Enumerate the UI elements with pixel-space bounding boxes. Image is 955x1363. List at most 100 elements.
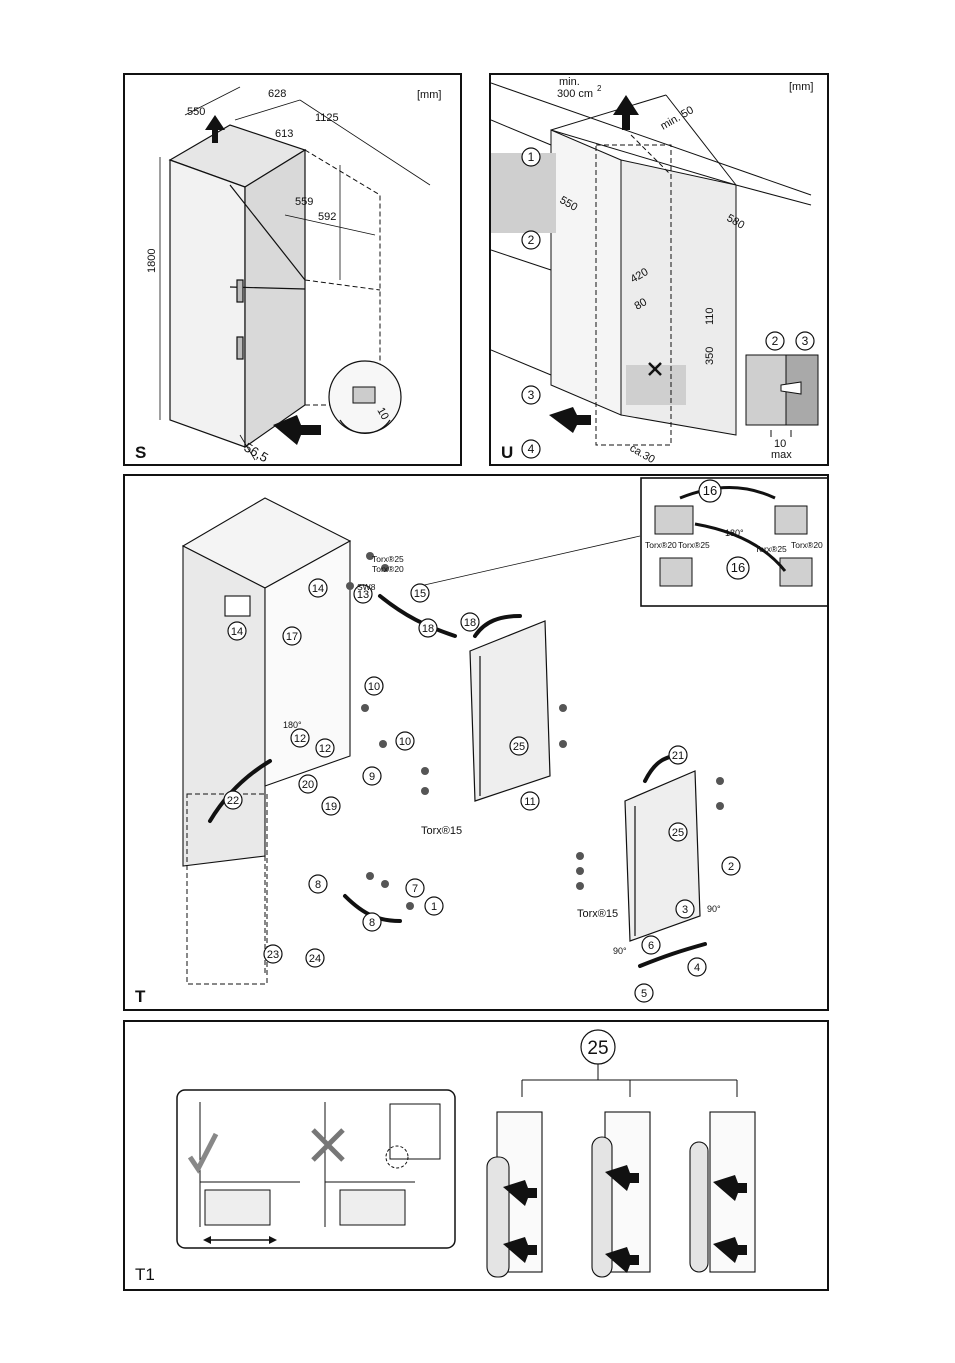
torx-25-label: Torx®25 bbox=[372, 554, 404, 564]
callout-t-circle bbox=[395, 731, 415, 751]
callout-t-circle bbox=[362, 912, 382, 932]
callout-t-circle bbox=[405, 878, 425, 898]
lower-door bbox=[624, 770, 701, 942]
unit-label-u: [mm] bbox=[789, 81, 814, 93]
callout-t-6: 18 bbox=[464, 617, 476, 629]
callout-t-circle bbox=[290, 728, 310, 748]
no-vent-mark bbox=[648, 362, 662, 376]
fridge-illustration bbox=[168, 124, 307, 449]
callout-t-31: 16 bbox=[731, 560, 745, 575]
callout-t-5: 18 bbox=[422, 623, 434, 635]
dim-u-80: 80 bbox=[633, 296, 650, 313]
callout-t-17: 21 bbox=[672, 750, 684, 762]
callout-t-circle bbox=[460, 612, 480, 632]
callout-t-circle bbox=[315, 738, 335, 758]
dimension-lines bbox=[159, 86, 431, 461]
callout-u-2: 2 bbox=[528, 233, 535, 247]
upper-cabinet-shade bbox=[491, 153, 556, 233]
callout-t-27: 8 bbox=[369, 917, 375, 929]
detail-callout-3: 3 bbox=[802, 334, 809, 348]
panel-s-drawing: 550 628 1125 613 559 592 1800 56,5 10 bbox=[146, 86, 431, 464]
callout-t-circle bbox=[321, 796, 341, 816]
callout-t-21: 6 bbox=[648, 940, 654, 952]
callout-t-circle bbox=[263, 944, 283, 964]
torx-20-label: Torx®20 bbox=[372, 564, 404, 574]
inset-torx-25-c: Torx®25 bbox=[755, 544, 787, 554]
callout-t-circle bbox=[641, 935, 661, 955]
door-swing-outline bbox=[304, 149, 381, 406]
callout-t-circle bbox=[698, 479, 722, 503]
inset-torx-20-d: Torx®20 bbox=[791, 540, 823, 550]
callout-t-0: 14 bbox=[231, 626, 243, 638]
callout-t-circle bbox=[308, 874, 328, 894]
dim-10: 10 bbox=[374, 406, 391, 423]
seal-alignment-detail bbox=[176, 1089, 456, 1249]
callout-t-circle bbox=[418, 618, 438, 638]
dim-u-110: 110 bbox=[704, 307, 716, 325]
callout-t-3: 15 bbox=[414, 588, 426, 600]
callout-t-22: 4 bbox=[694, 962, 700, 974]
dim-u-350: 350 bbox=[704, 347, 716, 365]
callout-t-25: 7 bbox=[412, 883, 418, 895]
callout-25: 25 bbox=[587, 1038, 608, 1059]
callout-t-10: 12 bbox=[319, 743, 331, 755]
callout-t-2: 17 bbox=[286, 631, 298, 643]
dim-u-ca30: ca.30 bbox=[628, 442, 657, 466]
dim-592: 592 bbox=[318, 211, 336, 223]
callout-t-circle bbox=[520, 791, 540, 811]
screws bbox=[346, 552, 724, 910]
callout-t-29: 24 bbox=[309, 953, 321, 965]
panel-letter-s: S bbox=[135, 443, 147, 462]
panel-u: 1 2 3 4 2 3 min. 300 cm 2 min. 50 550 58… bbox=[489, 73, 829, 466]
upper-door bbox=[469, 620, 551, 802]
callout-t-14: 22 bbox=[227, 795, 239, 807]
min-area-sup: 2 bbox=[597, 84, 602, 93]
press-arrows bbox=[503, 1165, 747, 1273]
min-area-label: min. bbox=[559, 76, 580, 88]
min-area-value: 300 cm bbox=[557, 88, 593, 100]
callout-t-19: 2 bbox=[728, 861, 734, 873]
wall-mount-detail bbox=[745, 354, 819, 437]
panel-letter-u: U bbox=[501, 443, 514, 462]
angle-180-a: 180° bbox=[283, 720, 302, 730]
sw8-label: SW8 bbox=[357, 582, 376, 592]
angle-180-b: 180° bbox=[725, 528, 744, 538]
dim-u-max: max bbox=[771, 449, 792, 461]
callout-t-30: 16 bbox=[703, 483, 717, 498]
hinge-swap-inset bbox=[419, 477, 827, 607]
dim-628: 628 bbox=[268, 88, 286, 100]
inset-torx-20-a: Torx®20 bbox=[645, 540, 677, 550]
callout-u-4: 4 bbox=[528, 442, 535, 456]
panel-t1-drawing: 25 bbox=[176, 1029, 756, 1278]
torx-15-label-lower: Torx®15 bbox=[577, 908, 618, 920]
callout-t-28: 23 bbox=[267, 949, 279, 961]
callout-t-circle bbox=[721, 856, 741, 876]
callout-t-4: 13 bbox=[357, 589, 369, 601]
panel-s: 550 628 1125 613 559 592 1800 56,5 10 [m… bbox=[123, 73, 462, 466]
callout-t-13: 19 bbox=[325, 801, 337, 813]
callout-t-20: 3 bbox=[682, 904, 688, 916]
callout-t-16: 11 bbox=[524, 796, 535, 808]
foot-adjust-detail bbox=[328, 360, 402, 434]
dim-1800: 1800 bbox=[146, 249, 158, 273]
callout-t-11: 9 bbox=[369, 771, 375, 783]
bracket-lines bbox=[521, 1064, 738, 1097]
callout-t-9: 12 bbox=[294, 733, 306, 745]
callout-t-circle bbox=[687, 957, 707, 977]
panel-u-drawing: 1 2 3 4 2 3 min. 300 cm 2 min. 50 550 58… bbox=[491, 76, 819, 466]
dim-550: 550 bbox=[187, 106, 205, 118]
panel-letter-t1: T1 bbox=[135, 1265, 155, 1284]
direction-arrows bbox=[205, 115, 321, 445]
callout-u-3: 3 bbox=[528, 388, 535, 402]
callout-t-12: 20 bbox=[302, 779, 314, 791]
niche-outline bbox=[491, 82, 812, 436]
callout-t-circle bbox=[634, 983, 654, 1003]
inset-torx-25-b: Torx®25 bbox=[678, 540, 710, 550]
angle-90-b: 90° bbox=[613, 946, 627, 956]
callout-t-24: 8 bbox=[315, 879, 321, 891]
callout-t-7: 10 bbox=[368, 681, 380, 693]
airflow-arrows bbox=[549, 95, 639, 433]
